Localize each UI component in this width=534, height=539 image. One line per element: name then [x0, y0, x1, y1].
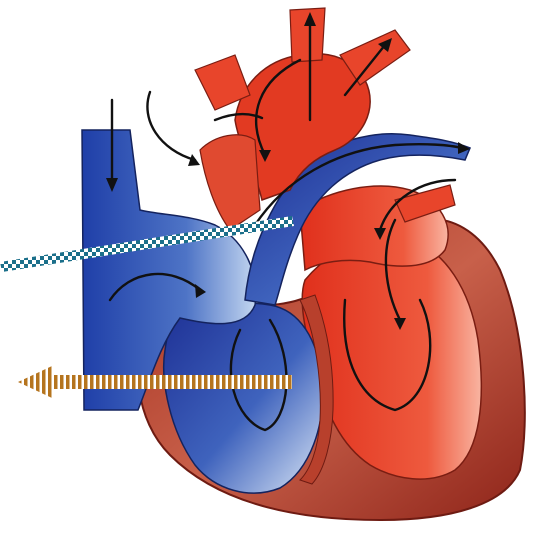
arrow-left-icon — [18, 366, 52, 398]
striped-arrow-shaft — [46, 375, 292, 389]
descending-aorta — [200, 135, 260, 230]
arrowhead-icon — [188, 154, 200, 166]
flow-arrow-curl-1 — [147, 92, 195, 160]
aorta-branch-2 — [290, 8, 325, 62]
